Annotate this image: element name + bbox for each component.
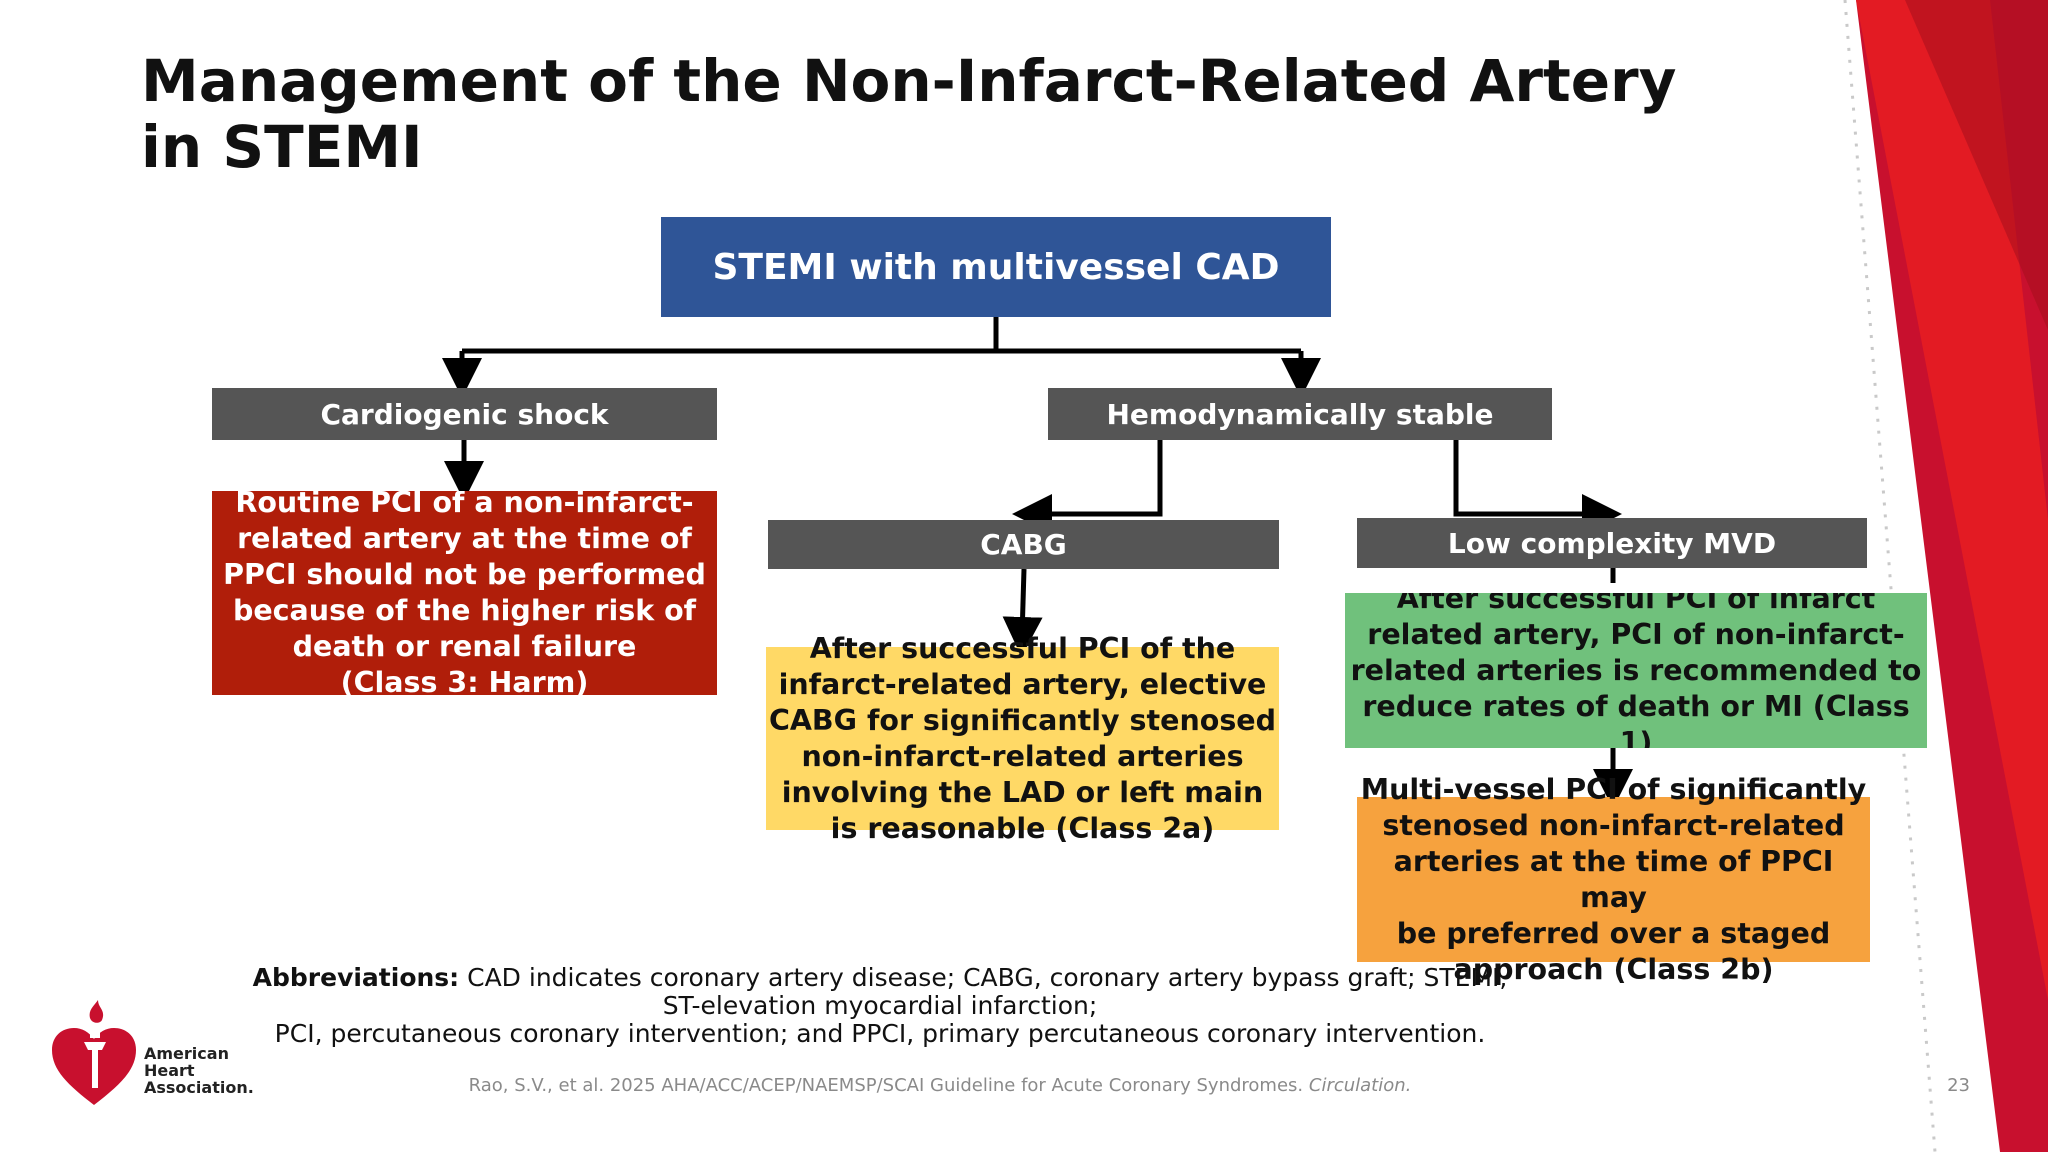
- citation-journal: Circulation.: [1308, 1075, 1412, 1096]
- cardiogenic-shock-node: Cardiogenic shock: [212, 388, 717, 440]
- abbreviations-label: Abbreviations:: [252, 963, 460, 992]
- slide-title: Management of the Non-Infarct-Related Ar…: [141, 47, 1677, 181]
- class3-harm-recommendation: Routine PCI of a non-infarct- related ar…: [212, 491, 717, 695]
- heart-torch-icon: [52, 1000, 136, 1105]
- low-complexity-mvd-node: Low complexity MVD: [1357, 518, 1867, 568]
- hemodynamically-stable-node: Hemodynamically stable: [1048, 388, 1552, 440]
- abbreviations-line2: PCI, percutaneous coronary intervention;…: [274, 1019, 1486, 1048]
- citation-text: Rao, S.V., et al. 2025 AHA/ACC/ACEP/NAEM…: [468, 1075, 1309, 1096]
- cabg-node: CABG: [768, 520, 1279, 569]
- class1-recommendation: After successful PCI of infarct related …: [1345, 593, 1927, 748]
- page-number: 23: [1947, 1075, 1970, 1096]
- abbreviations-note: Abbreviations: CAD indicates coronary ar…: [250, 964, 1510, 1048]
- citation: Rao, S.V., et al. 2025 AHA/ACC/ACEP/NAEM…: [400, 1075, 1480, 1096]
- root-node: STEMI with multivessel CAD: [661, 217, 1331, 317]
- aha-logo-text: American Heart Association.: [144, 1044, 254, 1097]
- class2a-recommendation: After successful PCI of the infarct-rela…: [766, 632, 1279, 845]
- class2b-recommendation: Multi-vessel PCI of significantly stenos…: [1357, 773, 1870, 986]
- abbreviations-line1: CAD indicates coronary artery disease; C…: [459, 963, 1508, 1020]
